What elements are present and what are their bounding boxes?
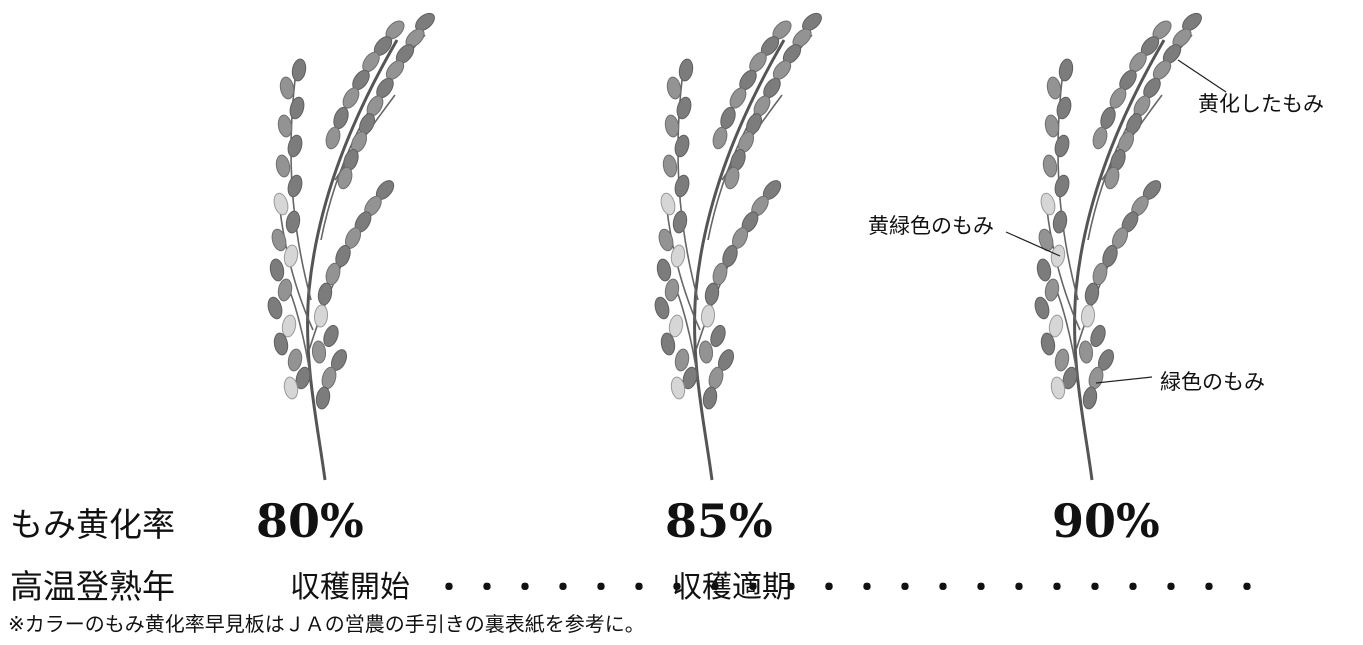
panicle-85 <box>653 10 825 480</box>
leader-yellowed <box>1177 59 1227 93</box>
high-temp-year-label: 高温登熟年 <box>10 567 175 606</box>
callout-yellow-green-grain: 黄緑色のもみ <box>868 214 994 238</box>
dots-first: ・・・・・・・・・・・ <box>434 571 852 606</box>
leader-yellow-green <box>1005 231 1061 257</box>
stage-harvest-start: 収穫開始 <box>290 570 410 605</box>
callout-yellowed-grain: 黄化したもみ <box>1198 92 1324 116</box>
panicle-90 <box>1033 10 1205 480</box>
dots-second: ・・・・・・・・・・・・ <box>814 571 1270 606</box>
rate-85: 85% <box>665 494 773 548</box>
leader-green <box>1095 376 1153 384</box>
rate-90: 90% <box>1052 494 1160 548</box>
callout-green-grain: 緑色のもみ <box>1160 370 1265 394</box>
footnote: ※カラーのもみ黄化率早見板はＪＡの営農の手引きの裏表紙を参考に。 <box>8 612 645 636</box>
stage-harvest-optimal: 収穫適期 <box>672 570 792 605</box>
rate-80: 80% <box>256 494 364 548</box>
panicle-80 <box>266 10 438 480</box>
yellowing-rate-label: もみ黄化率 <box>10 505 175 544</box>
